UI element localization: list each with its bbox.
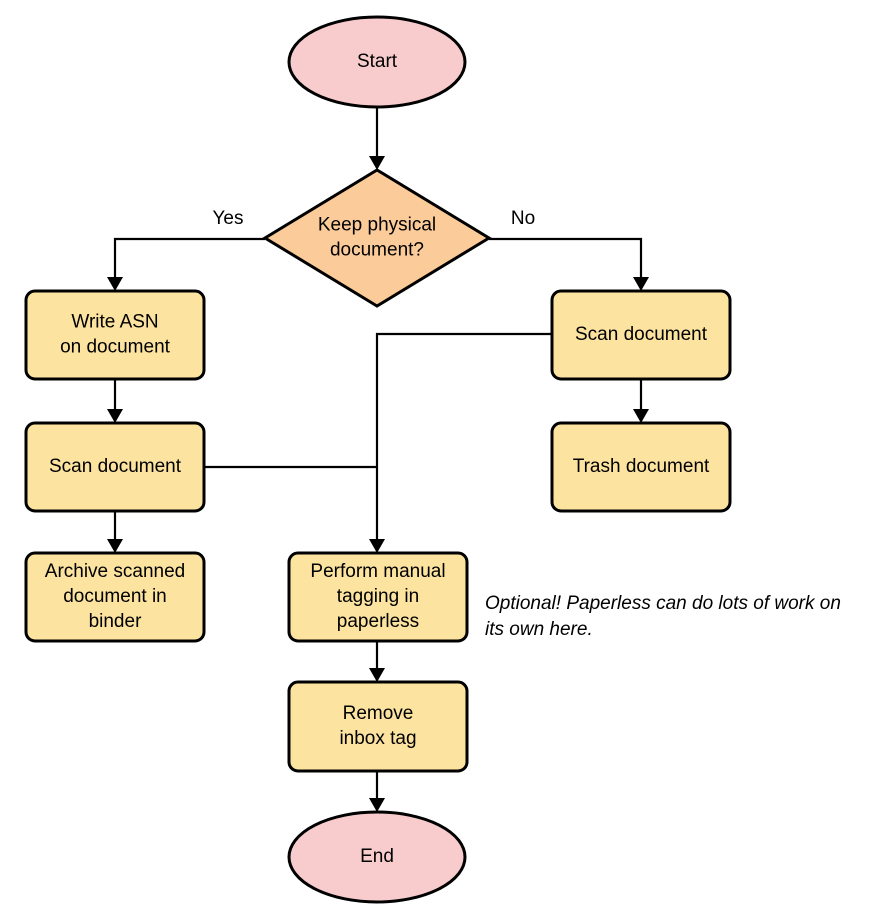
arrow-head	[369, 668, 385, 682]
arrow-head	[369, 798, 385, 812]
annotation-optional-note: Optional! Paperless can do lots of work …	[485, 593, 841, 640]
edge-scan-left-to-archive	[107, 511, 123, 553]
edge-start-to-decision	[369, 107, 385, 170]
arrow-head	[633, 409, 649, 423]
edge-label-decision-no-to-scan-right: No	[511, 208, 535, 229]
arrow-head	[107, 277, 123, 291]
edge-manual-tagging-to-remove-inbox-tag	[369, 641, 385, 682]
arrow-head	[107, 539, 123, 553]
node-label: Start	[357, 51, 398, 72]
edge-line	[113, 237, 265, 286]
edge-scan-right-to-trash	[633, 379, 649, 423]
terminator-ellipse[interactable]	[287, 810, 467, 904]
edge-line	[489, 237, 643, 286]
arrow-head	[107, 409, 123, 423]
node-scan-document-left[interactable]: Scan document	[24, 421, 206, 513]
process-box[interactable]	[287, 551, 469, 643]
annotations-layer: Optional! Paperless can do lots of work …	[485, 593, 841, 640]
node-label: Scan document	[49, 456, 182, 477]
node-start[interactable]: Start	[287, 15, 467, 109]
node-end[interactable]: End	[287, 810, 467, 904]
arrow-head	[369, 156, 385, 170]
terminator-ellipse[interactable]	[287, 15, 467, 109]
process-box[interactable]	[24, 421, 206, 513]
edge-line	[375, 332, 552, 548]
arrow-head	[633, 277, 649, 291]
node-label: End	[360, 846, 394, 867]
process-box[interactable]	[24, 289, 206, 381]
edge-write-asn-to-scan-left	[107, 379, 123, 423]
edge-decision-no-to-scan-right: No	[489, 208, 649, 291]
node-scan-document-right[interactable]: Scan document	[550, 289, 732, 381]
process-box[interactable]	[550, 289, 732, 381]
edges-layer: Yes No	[107, 107, 649, 812]
process-box[interactable]	[550, 421, 732, 513]
process-box[interactable]	[24, 551, 206, 643]
node-label: Trash document	[573, 456, 710, 477]
edge-remove-inbox-tag-to-end	[369, 771, 385, 812]
arrow-head	[369, 539, 385, 553]
node-label: Scan document	[575, 324, 708, 345]
decision-diamond[interactable]	[262, 168, 492, 308]
node-trash-document[interactable]: Trash document	[550, 421, 732, 513]
edge-decision-yes-to-write-asn: Yes	[107, 208, 265, 291]
edge-scan-right-to-manual-tagging	[369, 332, 552, 553]
process-box[interactable]	[287, 680, 469, 773]
edge-label-decision-yes-to-write-asn: Yes	[213, 208, 244, 229]
